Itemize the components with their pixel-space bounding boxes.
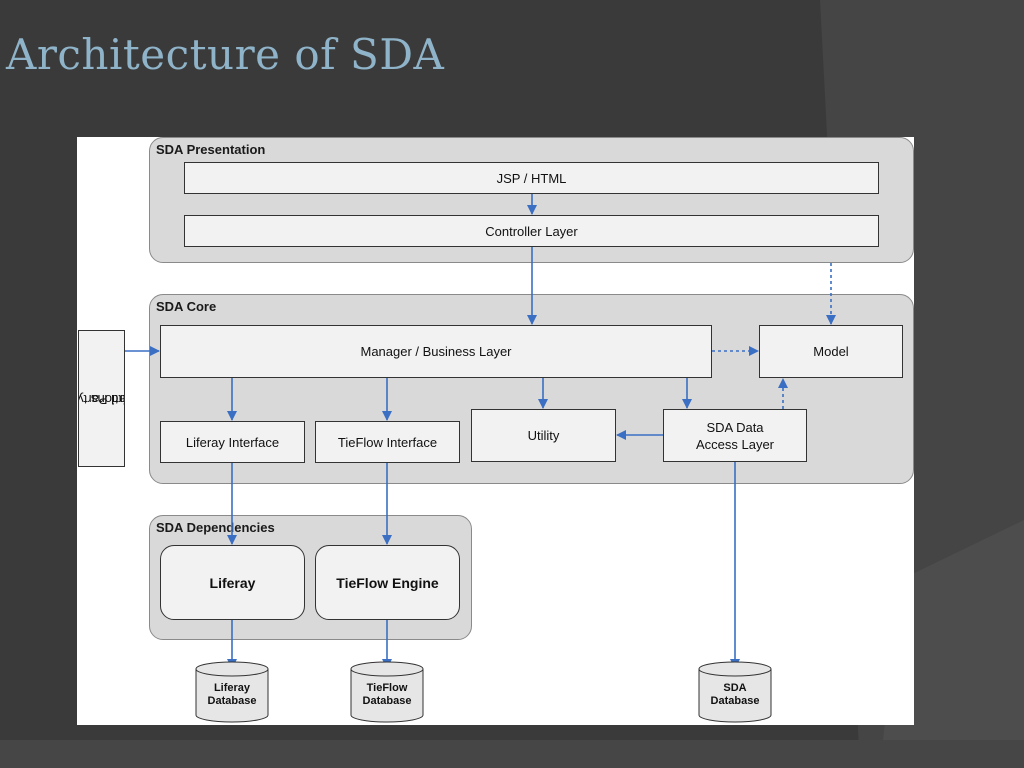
liferay-box: Liferay [160, 545, 305, 620]
data-access-line1: SDA Data [706, 419, 764, 435]
model-box: Model [759, 325, 903, 378]
group-presentation-title: SDA Presentation [156, 142, 266, 157]
tieflow-interface-box: TieFlow Interface [315, 421, 460, 463]
tieflow-engine-box: TieFlow Engine [315, 545, 460, 620]
liferay-interface-box: Liferay Interface [160, 421, 305, 463]
manager-business-layer-box: Manager / Business Layer [160, 325, 712, 378]
sda-database-icon [698, 661, 772, 723]
connectors [125, 194, 836, 723]
liferay-database-icon [195, 661, 269, 723]
group-core-title: SDA Core [156, 299, 217, 314]
slide-title: Architecture of SDA [6, 30, 445, 79]
data-access-line2: Access Layer [695, 436, 775, 452]
utility-box: Utility [471, 409, 616, 462]
third-party-integrations-box: Third PartyIntegrations [78, 330, 125, 467]
group-dependencies-title: SDA Dependencies [156, 520, 275, 535]
controller-layer-box: Controller Layer [184, 215, 879, 247]
sda-data-access-layer-box: SDA Data Access Layer [663, 409, 807, 462]
jsp-html-box: JSP / HTML [184, 162, 879, 194]
tieflow-database-icon [350, 661, 424, 723]
architecture-diagram: SDA Presentation JSP / HTML Controller L… [77, 137, 914, 725]
